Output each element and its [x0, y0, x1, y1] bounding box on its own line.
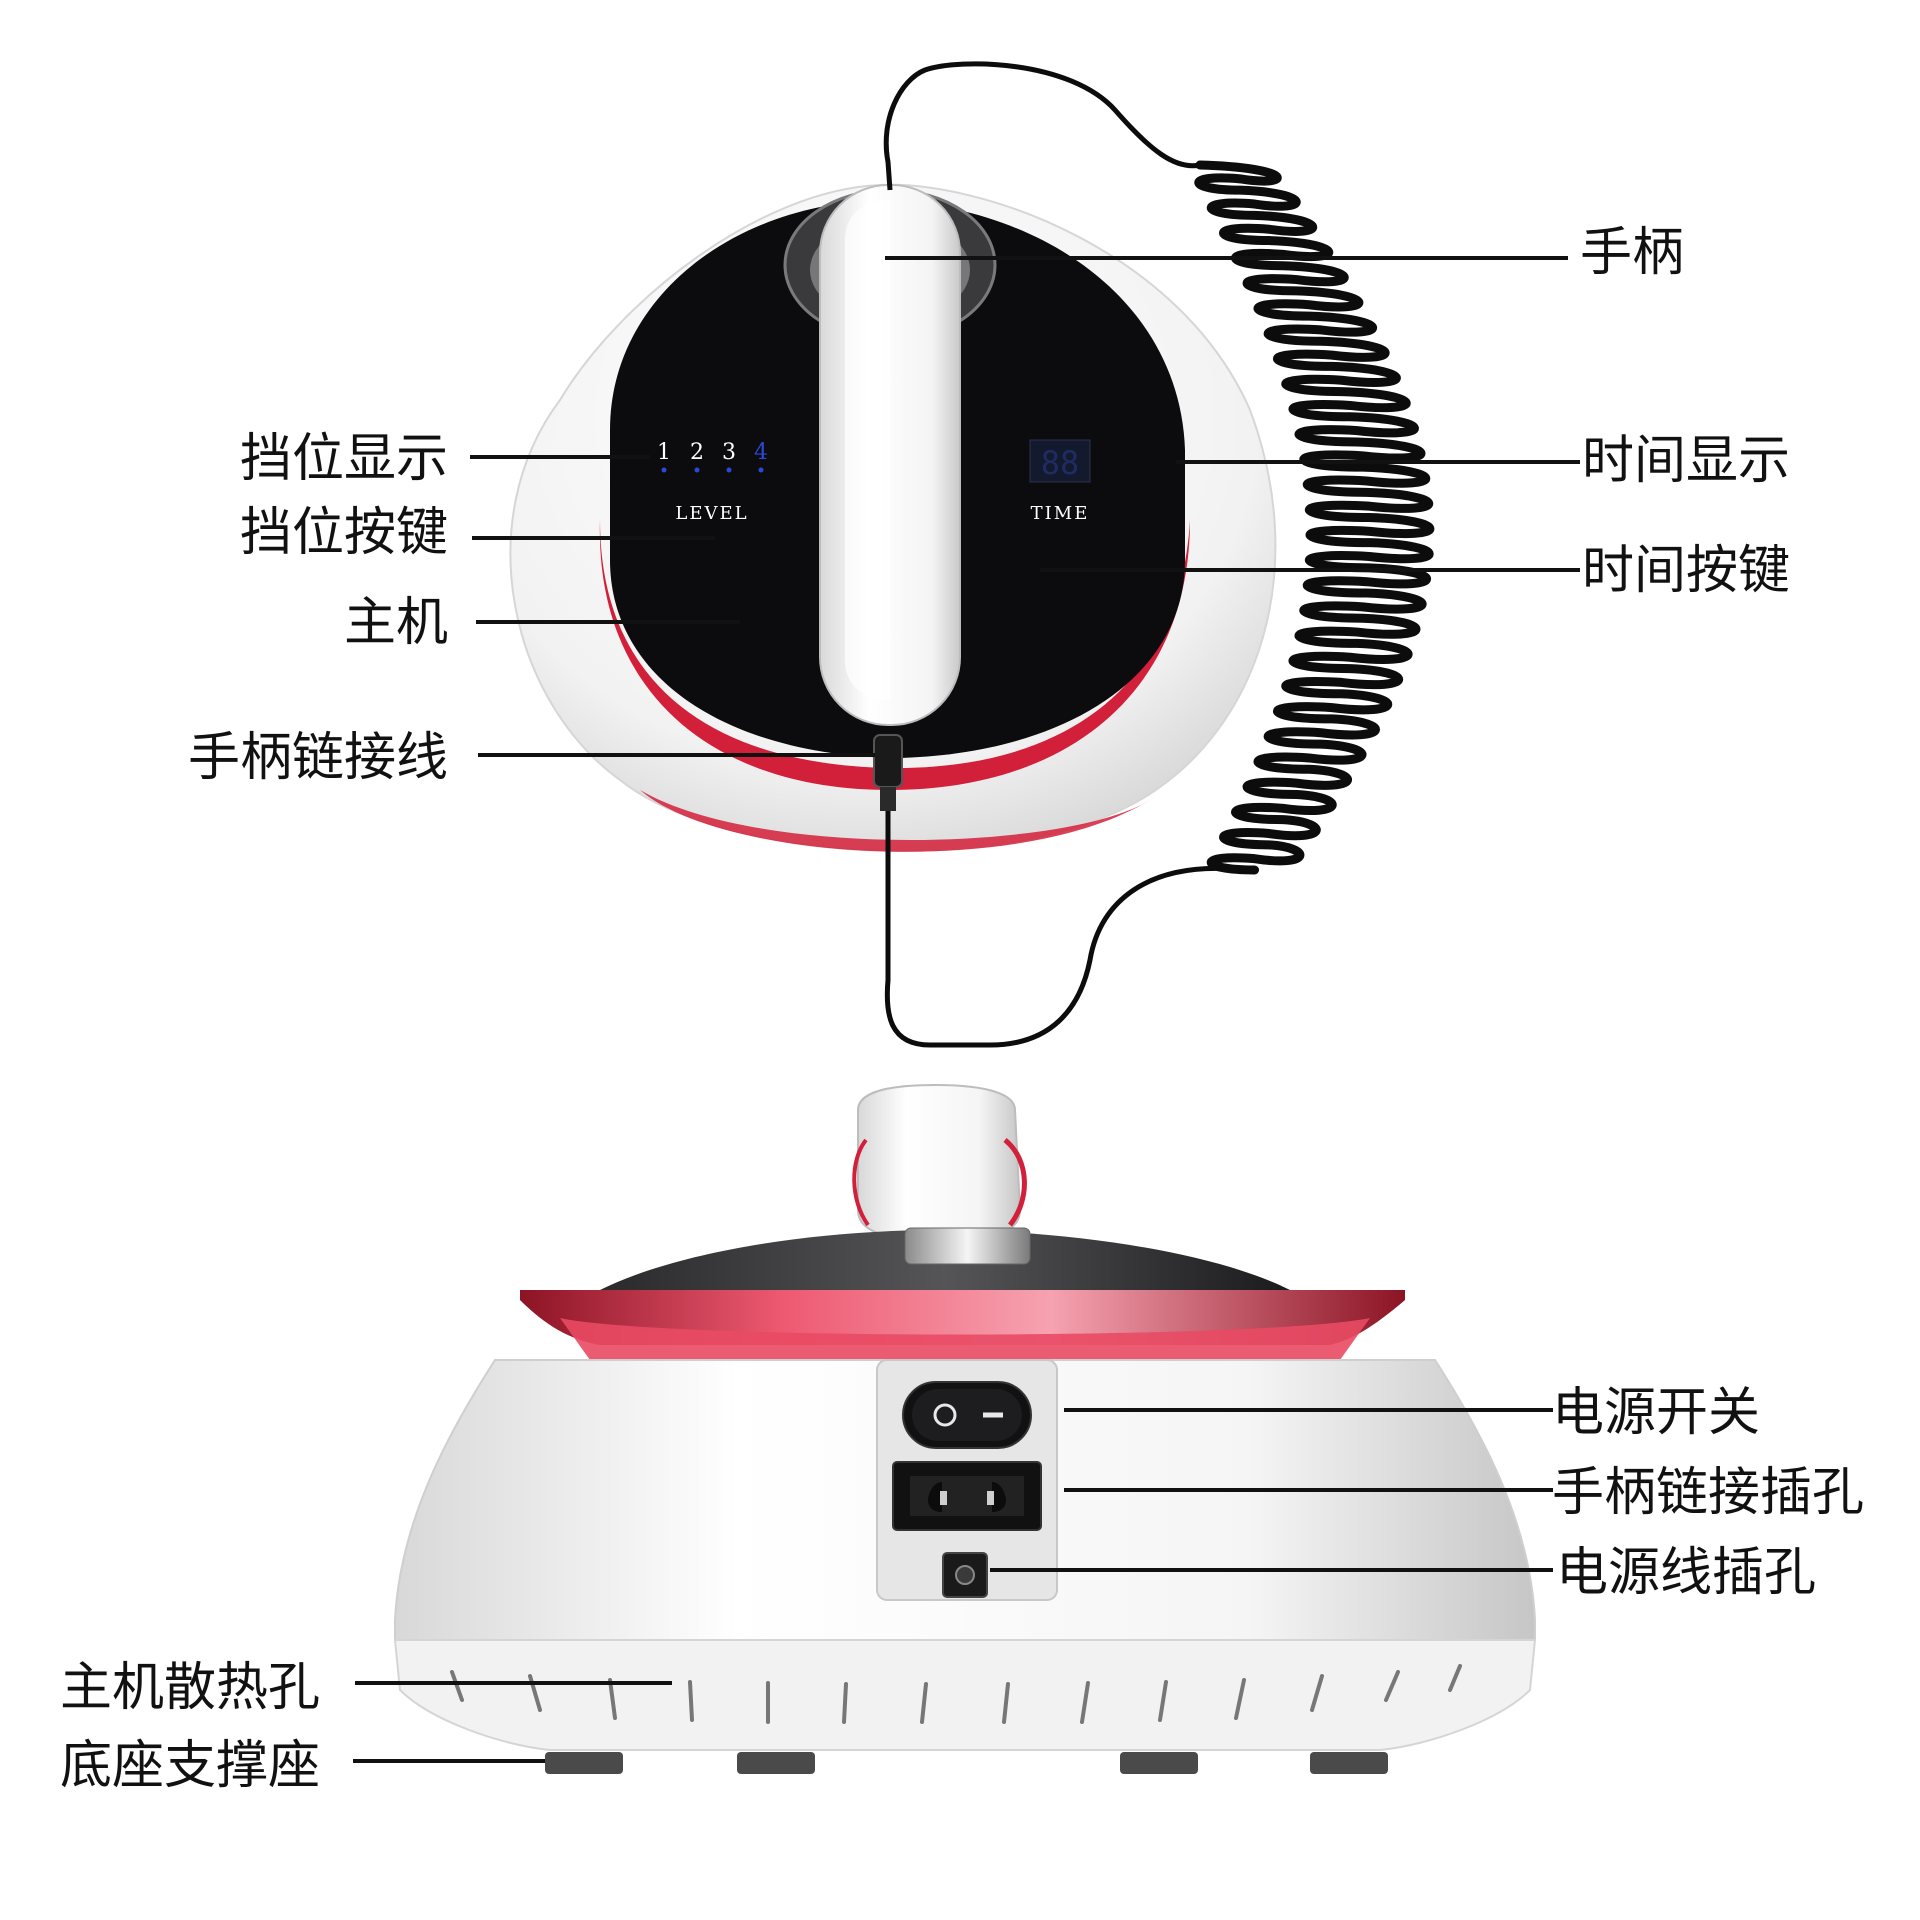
handle-highlight — [845, 200, 890, 700]
vent-hole — [920, 1682, 928, 1724]
power-switch — [902, 1381, 1032, 1449]
label-vent-holes: 主机散热孔 — [60, 1658, 320, 1718]
callout-labels: 手柄 挡位显示 挡位按键 主机 手柄链接线 时间显示 时间按键 电源开关 手柄链… — [60, 223, 1864, 1796]
callout-lines — [353, 256, 1580, 1763]
label-handle-socket: 手柄链接插孔 — [1552, 1463, 1864, 1523]
metal-ring — [904, 1227, 1031, 1265]
label-handle-cable: 手柄链接线 — [188, 728, 448, 788]
level-number-2: 2 — [690, 440, 704, 465]
vent-holes — [450, 1664, 1462, 1724]
vent-hole — [1448, 1664, 1462, 1692]
vent-hole — [1002, 1682, 1010, 1724]
socket-pin-left-contact — [940, 1491, 947, 1505]
handle-cable-top — [883, 61, 1201, 191]
socket-pin-left — [928, 1482, 942, 1512]
handle-cap-accent — [1003, 1138, 1027, 1227]
top-view-device: 1 2 3 4 LEVEL 88 TIME — [509, 61, 1435, 1048]
handle-socket — [892, 1461, 1042, 1531]
side-view-device — [393, 1083, 1537, 1774]
base-skirt — [393, 1639, 1537, 1751]
label-power-cord-socket: 电源线插孔 — [1556, 1543, 1816, 1603]
red-flange-under — [560, 1318, 1370, 1360]
dc-jack-hole — [955, 1565, 975, 1585]
level-dot-2 — [694, 467, 700, 473]
base-foot — [545, 1752, 623, 1774]
vent-hole — [608, 1678, 617, 1720]
vent-hole — [1080, 1681, 1090, 1724]
power-off-symbol — [933, 1403, 957, 1427]
base-foot — [737, 1752, 815, 1774]
socket-pin-right — [992, 1482, 1006, 1512]
vent-hole — [688, 1680, 694, 1722]
label-level-display: 挡位显示 — [240, 429, 448, 489]
level-label: LEVEL — [675, 503, 748, 524]
vent-hole — [842, 1682, 848, 1724]
level-number-3: 3 — [722, 440, 736, 465]
level-number-4: 4 — [754, 440, 768, 465]
label-level-button: 挡位按键 — [240, 503, 448, 563]
handle-socket-inner — [910, 1476, 1024, 1516]
vent-hole — [1158, 1680, 1168, 1722]
vent-hole — [1234, 1678, 1246, 1720]
label-time-display: 时间显示 — [1582, 431, 1790, 491]
base-foot — [1310, 1752, 1388, 1774]
time-display-group: 88 TIME — [1029, 439, 1091, 524]
label-handle: 手柄 — [1580, 223, 1684, 283]
label-power-switch: 电源开关 — [1552, 1383, 1760, 1443]
red-ring-lower — [640, 790, 1150, 852]
socket-pin-right-contact — [987, 1491, 994, 1505]
vent-hole — [450, 1670, 464, 1702]
power-cord-socket — [942, 1552, 988, 1598]
base-foot — [1120, 1752, 1198, 1774]
level-dot-3 — [726, 467, 732, 473]
level-indicators: 1 2 3 4 LEVEL — [657, 440, 768, 524]
handle-cable-connector — [873, 734, 903, 788]
handle-cap-accent-left — [852, 1138, 870, 1227]
handle-cable-loop — [884, 810, 1246, 1048]
vent-hole — [1310, 1674, 1324, 1712]
label-main-unit: 主机 — [344, 593, 448, 653]
time-display-digits: 88 — [1041, 444, 1080, 482]
coiled-cable — [1194, 160, 1435, 875]
power-switch-rocker — [912, 1389, 1022, 1441]
time-display-screen — [1029, 439, 1091, 483]
time-label: TIME — [1031, 503, 1090, 524]
connector-collar — [880, 787, 896, 811]
level-number-1: 1 — [657, 440, 671, 465]
label-base-feet: 底座支撑座 — [60, 1736, 320, 1796]
red-flange — [520, 1290, 1405, 1345]
handle-cap — [857, 1083, 1022, 1242]
vent-hole — [1384, 1670, 1400, 1702]
level-dot-4 — [758, 467, 764, 473]
level-dot-1 — [661, 467, 667, 473]
label-time-button: 时间按键 — [1582, 541, 1790, 601]
